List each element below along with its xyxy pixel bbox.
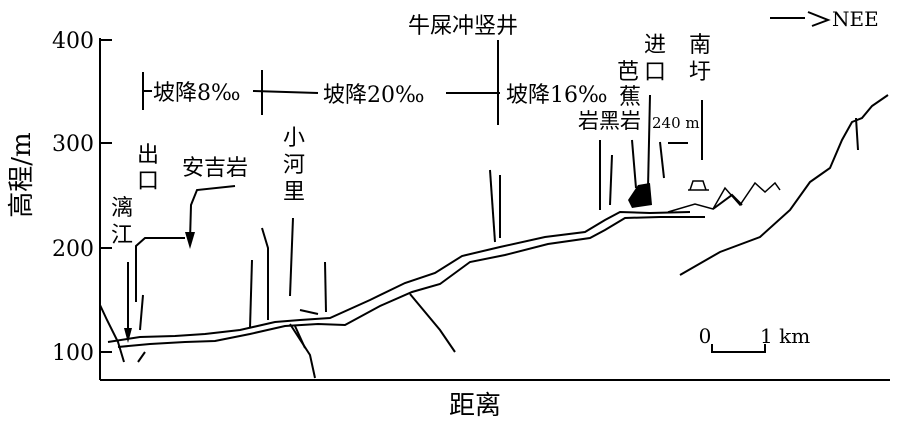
cave-passage-lower-wall <box>117 216 705 348</box>
anji-arrow-line <box>189 185 236 241</box>
entrance-label-1: 进 <box>644 33 666 58</box>
direction-label: NEE <box>832 7 879 31</box>
bajiao-label-2: 蕉 <box>619 85 641 110</box>
li-river-label-2: 江 <box>111 223 133 248</box>
shaft-a <box>249 259 253 329</box>
gradient-label-8: 坡降8‰ <box>153 81 241 106</box>
descending-fissure-2 <box>294 325 306 349</box>
entrance-label-2: 口 <box>644 60 666 85</box>
heiyan-shaft-right <box>609 154 613 206</box>
xiaoheli-label-2: 河 <box>283 153 305 178</box>
heiyan-label: 岩黑岩 <box>578 109 641 133</box>
shaft-c <box>324 261 327 313</box>
y-tick-200: 200 <box>52 237 94 262</box>
y-axis-label: 高程/m <box>7 132 37 217</box>
cave-passage-upper-wall <box>107 210 691 343</box>
xiaoheli-label-3: 里 <box>283 180 305 205</box>
niuniao-shaft-left <box>489 169 496 243</box>
y-tick-400: 400 <box>52 29 94 54</box>
outlet-marker-line <box>139 294 144 331</box>
bajiao-shaft-right <box>647 94 651 189</box>
bajiao-label-1: 芭 <box>617 60 639 85</box>
outlet-label-2: 口 <box>137 169 159 194</box>
anji-arrowhead-icon <box>185 232 195 249</box>
x-axis-label: 距离 <box>449 391 501 421</box>
y-axis-ticks <box>100 39 112 353</box>
entrance-shaft <box>659 141 665 179</box>
shaft-b <box>261 227 269 320</box>
nanxu-label-1: 南 <box>689 33 711 58</box>
li-river-label-1: 漓 <box>111 196 133 221</box>
y-tick-300: 300 <box>52 132 94 157</box>
gradient-separators <box>142 70 500 115</box>
li-river-arrowhead-icon <box>124 328 132 343</box>
scale-bar <box>711 344 766 353</box>
right-shaft <box>855 117 859 151</box>
descending-fissure-1 <box>289 323 316 379</box>
nanxu-label-2: 圩 <box>689 60 711 85</box>
anji-passage <box>135 237 185 302</box>
outlet-label-1: 出 <box>137 143 159 168</box>
surface-karst-peaks <box>667 181 781 213</box>
distance-240-label: 240 m <box>652 114 700 132</box>
y-tick-100: 100 <box>52 341 94 366</box>
outlet-wall <box>137 351 146 363</box>
gradient-label-20: 坡降20‰ <box>323 83 425 108</box>
left-valley-wall <box>99 304 125 363</box>
scale-bar-km: 1 km <box>760 324 810 348</box>
surface-connector <box>712 193 743 210</box>
direction-arrow-icon <box>770 11 831 27</box>
heiyan-cave-fill <box>628 183 652 208</box>
scale-bar-zero: 0 <box>699 324 712 348</box>
branch-a <box>299 309 319 315</box>
descending-fissure-3 <box>409 293 456 353</box>
bajiao-shaft-left <box>631 139 637 189</box>
xiaoheli-label-1: 小 <box>283 126 305 151</box>
anji-rock-label: 安吉岩 <box>182 156 248 181</box>
xiaoheli-line <box>289 217 294 297</box>
gradient-label-16: 坡降16‰ <box>506 83 608 108</box>
nanxu-structure-icon <box>689 180 707 191</box>
land-surface <box>679 94 889 276</box>
niuniao-shaft-label: 牛屎冲竖井 <box>408 14 518 39</box>
